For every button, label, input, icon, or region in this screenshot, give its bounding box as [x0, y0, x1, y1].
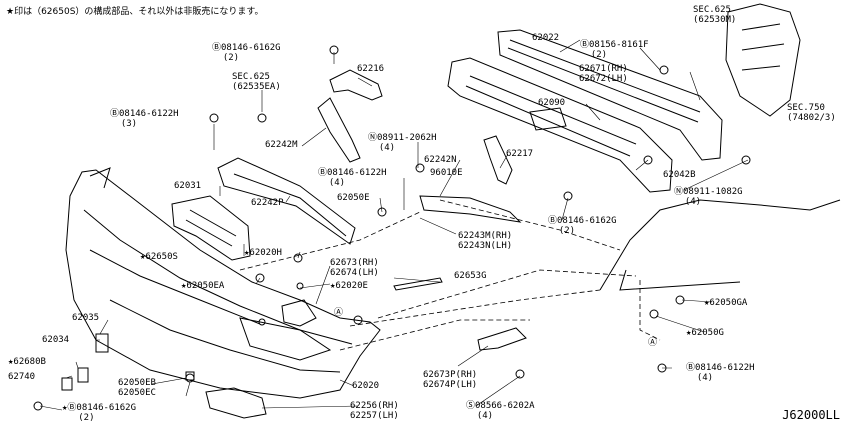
label-62680B: ★62680B [8, 357, 46, 367]
label-08911-2062H: Ⓝ08911-2062H (4) [368, 133, 437, 153]
label-sec625-b: SEC.625 (62535EA) [232, 72, 281, 92]
clip-62050EB [185, 371, 195, 381]
part-62740 [61, 377, 73, 391]
label-62673P-62674P: 62673P(RH) 62674P(LH) [423, 370, 478, 390]
label-08146-6122H-4a: Ⓑ08146-6122H (4) [318, 168, 387, 188]
label-08146-6162G-mid: Ⓑ08146-6162G (2) [548, 216, 617, 236]
label-62020H: ★62020H [244, 248, 282, 258]
fog-cover-62256 [205, 387, 267, 419]
label-62653G: 62653G [454, 271, 487, 281]
label-62035: 62035 [72, 313, 100, 323]
label-62042B: 62042B [663, 170, 696, 180]
label-96010E: 96010E [430, 168, 463, 178]
label-62090: 62090 [538, 98, 566, 108]
fasteners [33, 45, 751, 411]
label-08911-1082G: Ⓝ08911-1082G (4) [674, 187, 743, 207]
label-62650S: ★62650S [140, 252, 178, 262]
label-62050EB-EC: 62050EB 62050EC [118, 378, 156, 398]
ref-marker-a-2: Ⓐ [648, 338, 658, 348]
bracket-62673 [281, 299, 317, 327]
label-62050GA: ★62050GA [704, 298, 748, 308]
label-62217: 62217 [506, 149, 534, 159]
label-62020: 62020 [352, 381, 380, 391]
label-62020E: ★62020E [330, 281, 368, 291]
body-side-panel [725, 3, 801, 117]
grille-62031 [171, 195, 251, 261]
part-62680B [77, 367, 89, 383]
label-62256-62257: 62256(RH) 62257(LH) [350, 401, 399, 421]
label-sec625-a: SEC.625 [693, 5, 731, 15]
label-62242M: 62242M [265, 140, 298, 150]
label-62050E: 62050E [337, 193, 370, 203]
label-62034: 62034 [42, 335, 70, 345]
label-62671-62672: 62671(RH) 62672(LH) [579, 64, 628, 84]
label-08146-6122H-3: Ⓑ08146-6122H (3) [110, 109, 179, 129]
absorber-62090 [447, 57, 673, 193]
label-08146-6122H-4b: Ⓑ08146-6122H (4) [686, 363, 755, 383]
label-62050G: ★62050G [686, 328, 724, 338]
label-62242P: 62242P [251, 198, 284, 208]
label-08146-6162G-top: Ⓑ08146-6162G (2) [212, 43, 281, 63]
bracket-62216 [329, 69, 383, 101]
diagram-code: J62000LL [782, 408, 840, 422]
bracket-62217 [483, 135, 513, 185]
legend-note: ★印は（62650S）の構成部品、それ以外は非販売になります。 [6, 7, 264, 17]
label-62031: 62031 [174, 181, 202, 191]
label-08566-6202A: Ⓢ08566-6202A (4) [466, 401, 535, 421]
bracket-62242N [419, 195, 522, 223]
label-62740: 62740 [8, 372, 36, 382]
label-62530M: (62530M) [693, 15, 737, 25]
fender-outline [599, 199, 841, 291]
label-08156-8161F: Ⓑ08156-8161F (2) [580, 40, 649, 60]
label-sec750: SEC.750 (74802/3) [787, 103, 836, 123]
reinforcement-62022 [497, 29, 723, 161]
label-62216: 62216 [357, 64, 385, 74]
support-62242P [217, 157, 356, 245]
part-62034 [95, 333, 109, 353]
label-62022: 62022 [532, 33, 560, 43]
label-62673-62674: 62673(RH) 62674(LH) [330, 258, 379, 278]
ref-marker-a-1: Ⓐ [334, 308, 344, 318]
bracket-62673P [477, 327, 527, 351]
label-62242N: 62242N [424, 155, 457, 165]
label-08146-6162G-bottom: ★Ⓑ08146-6162G (2) [62, 403, 137, 423]
label-62050EA: ★62050EA [181, 281, 225, 291]
bracket-62242M [317, 97, 361, 163]
label-62243M-62243N: 62243M(RH) 62243N(LH) [458, 231, 513, 251]
